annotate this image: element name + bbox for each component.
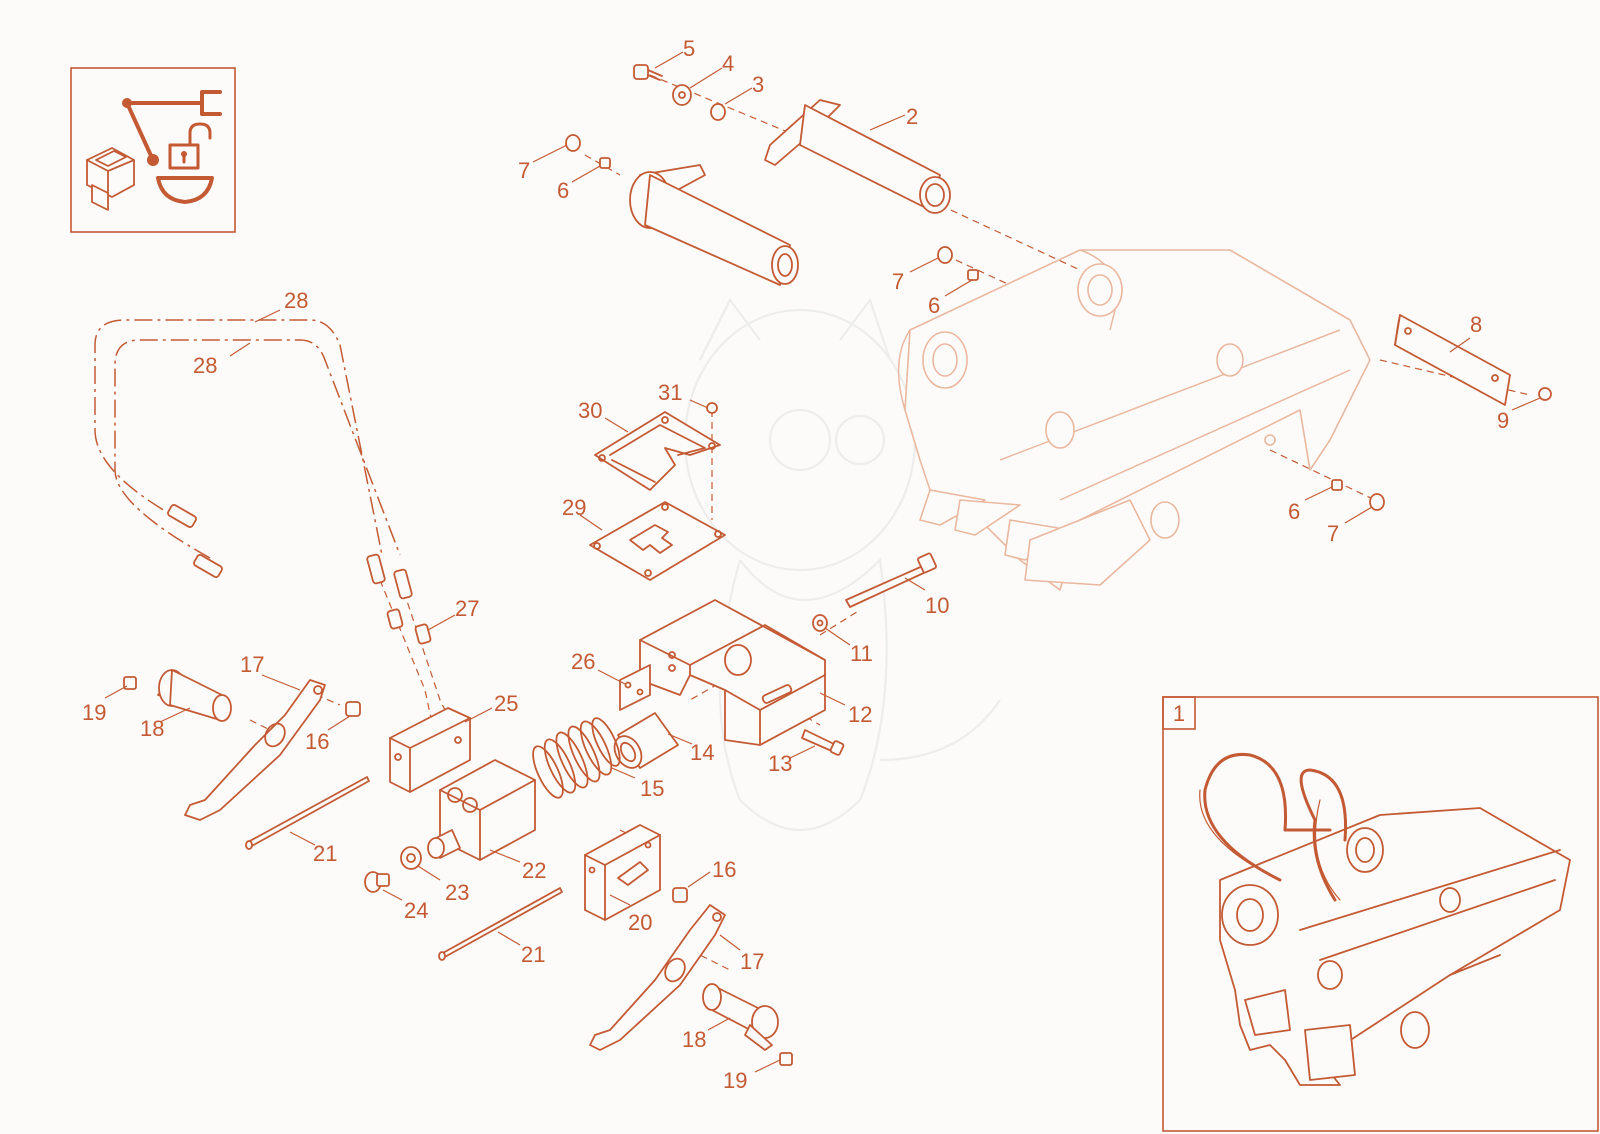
pin-18-lower	[702, 983, 779, 1051]
screw-19-lower	[779, 1052, 793, 1066]
lock-switch-legend	[70, 67, 236, 233]
rocker-switch-icon	[86, 147, 135, 211]
washer-23	[400, 846, 422, 870]
callout-6b: 6	[928, 293, 940, 318]
nut-3	[710, 103, 726, 121]
callout-16b: 16	[712, 857, 736, 882]
callout-13: 13	[768, 751, 792, 776]
callout-27: 27	[455, 596, 479, 621]
inset-label: 1	[1173, 701, 1185, 726]
callout-21a: 21	[313, 841, 337, 866]
callout-28b: 28	[193, 353, 217, 378]
callout-17b: 17	[740, 949, 764, 974]
cylinder-22	[427, 759, 536, 861]
callout-19b: 19	[723, 1068, 747, 1093]
quick-coupler-lock-icon	[122, 90, 222, 204]
pin-18-upper	[157, 669, 232, 722]
rod-21-upper	[245, 776, 370, 850]
bolt-10	[845, 552, 937, 608]
callout-6c: 6	[1288, 499, 1300, 524]
callout-11: 11	[850, 641, 873, 666]
callout-18a: 18	[140, 716, 164, 741]
callout-8: 8	[1470, 312, 1482, 337]
callout-4: 4	[722, 51, 734, 76]
callout-16a: 16	[305, 729, 329, 754]
callout-2: 2	[906, 104, 918, 129]
housing-block-12	[639, 599, 826, 746]
plate-8	[1394, 314, 1511, 406]
block-20	[584, 824, 661, 921]
screw-9	[1538, 387, 1552, 401]
callout-30: 30	[578, 398, 602, 423]
callout-25: 25	[494, 691, 518, 716]
lever-17-upper	[184, 679, 326, 821]
pin-upper	[629, 164, 799, 286]
callout-23: 23	[445, 880, 469, 905]
hose-fittings-28	[167, 504, 413, 600]
callout-9: 9	[1497, 408, 1509, 433]
fitting-6-7-right	[1331, 479, 1385, 511]
callout-15: 15	[640, 776, 664, 801]
plate-25	[389, 707, 471, 793]
pin-2	[764, 99, 951, 214]
callout-7c: 7	[1327, 521, 1339, 546]
plate-30	[594, 411, 721, 491]
callout-7a: 7	[518, 158, 530, 183]
fitting-6-7-top	[565, 134, 611, 169]
fitting-6-7-mid	[937, 246, 979, 281]
plate-29	[589, 501, 726, 581]
plate-26	[619, 664, 651, 711]
callout-18b: 18	[682, 1027, 706, 1052]
callout-21b: 21	[521, 942, 545, 967]
coupler-body-ghost	[897, 249, 1371, 591]
callout-10: 10	[925, 593, 949, 618]
callout-22: 22	[522, 858, 546, 883]
bolt-5	[633, 64, 663, 81]
callout-31: 31	[658, 380, 682, 405]
lever-17-lower	[589, 904, 726, 1051]
callout-28a: 28	[284, 288, 308, 313]
callout-7b: 7	[892, 269, 904, 294]
callout-5: 5	[683, 36, 695, 61]
callout-19a: 19	[82, 700, 106, 725]
callout-6a: 6	[557, 178, 569, 203]
washer-11	[812, 614, 828, 632]
callout-20: 20	[628, 910, 652, 935]
callout-3: 3	[752, 72, 764, 97]
callout-14: 14	[690, 740, 714, 765]
inset-assembled-view: 1	[1162, 696, 1599, 1132]
fittings-27	[386, 608, 432, 645]
washer-4	[672, 84, 692, 106]
plug-24	[364, 871, 390, 893]
callouts: 2 3 4 5 6 7 6 7 8 9 6 7 10 11 12 13 14 1…	[82, 36, 1541, 1093]
plug-16-lower	[672, 887, 688, 903]
callout-24: 24	[404, 898, 428, 923]
callout-26: 26	[571, 649, 595, 674]
rod-21-lower	[438, 887, 563, 961]
hose-28	[94, 319, 401, 559]
callout-12: 12	[848, 702, 872, 727]
screw-31	[706, 402, 718, 414]
callout-29: 29	[562, 495, 586, 520]
spring-15	[532, 717, 621, 799]
callout-17a: 17	[240, 652, 264, 677]
sleeve-14	[613, 712, 679, 769]
plug-16-upper	[345, 701, 361, 717]
screw-13	[801, 729, 845, 756]
